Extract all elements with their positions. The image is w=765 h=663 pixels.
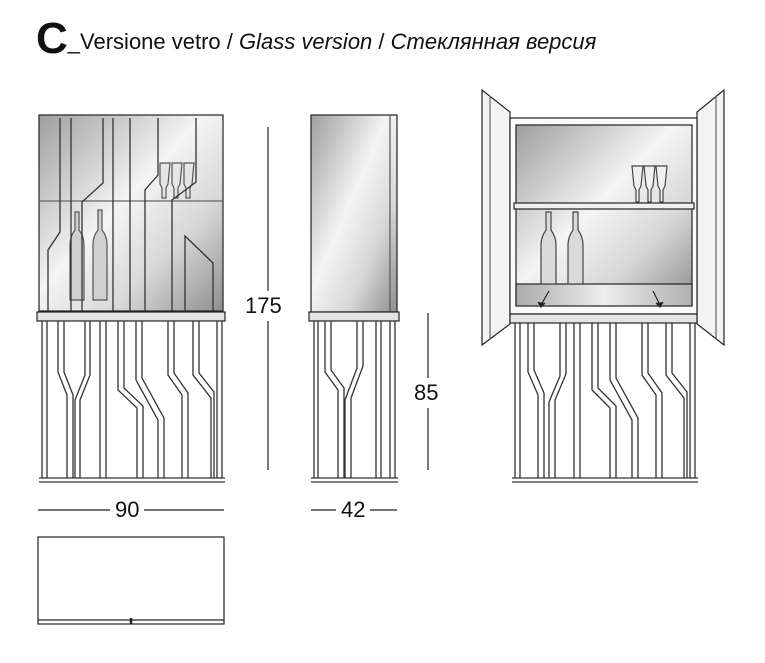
- side-view: [308, 114, 400, 483]
- open-door-right: [696, 88, 725, 347]
- title-slash: /: [372, 29, 391, 54]
- section-title: C_Versione vetro / Glass version / Стекл…: [36, 14, 596, 64]
- front-base-top: [36, 311, 226, 322]
- front-door-pattern: [47, 118, 214, 311]
- section-letter: C: [36, 14, 68, 63]
- bottle-icon: [69, 209, 108, 301]
- open-base-top: [509, 313, 698, 324]
- arrow-icon: [537, 290, 664, 308]
- top-view: [37, 536, 225, 625]
- open-upper-shelf: [513, 202, 695, 210]
- top-view-outline: [37, 536, 225, 625]
- bottle-icon: [540, 211, 584, 285]
- side-base-top: [308, 311, 400, 322]
- open-lower-shelf: [515, 283, 693, 307]
- dimension-total-height: 175: [245, 291, 282, 321]
- title-italian: Versione vetro: [80, 29, 221, 54]
- open-view: [481, 88, 725, 483]
- open-door-left: [481, 88, 511, 347]
- title-separator: _: [67, 29, 81, 54]
- dimension-depth: 42: [336, 497, 371, 523]
- title-english: Glass version: [239, 29, 373, 54]
- title-russian: Стеклянная версия: [390, 29, 597, 54]
- wine-glass-icon: [631, 165, 668, 203]
- title-slash: /: [220, 29, 240, 54]
- dimension-width: 90: [110, 497, 145, 523]
- wine-glass-icon: [159, 162, 195, 199]
- front-base-frame: [39, 321, 225, 483]
- dimension-base-height: 85: [414, 378, 439, 408]
- side-glass-panel: [310, 114, 398, 313]
- front-view: [36, 114, 226, 483]
